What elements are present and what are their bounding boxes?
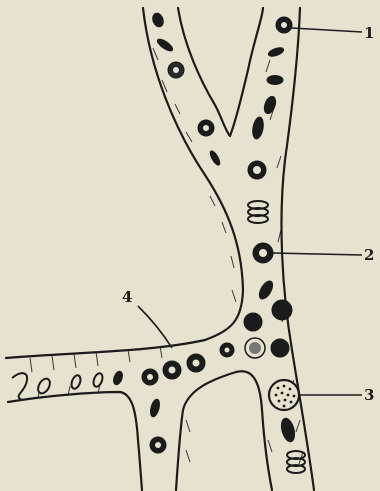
label-1: 1 [364, 24, 374, 42]
label-4: 4 [122, 288, 132, 306]
label-2: 2 [364, 246, 374, 264]
label-3: 3 [364, 386, 374, 404]
